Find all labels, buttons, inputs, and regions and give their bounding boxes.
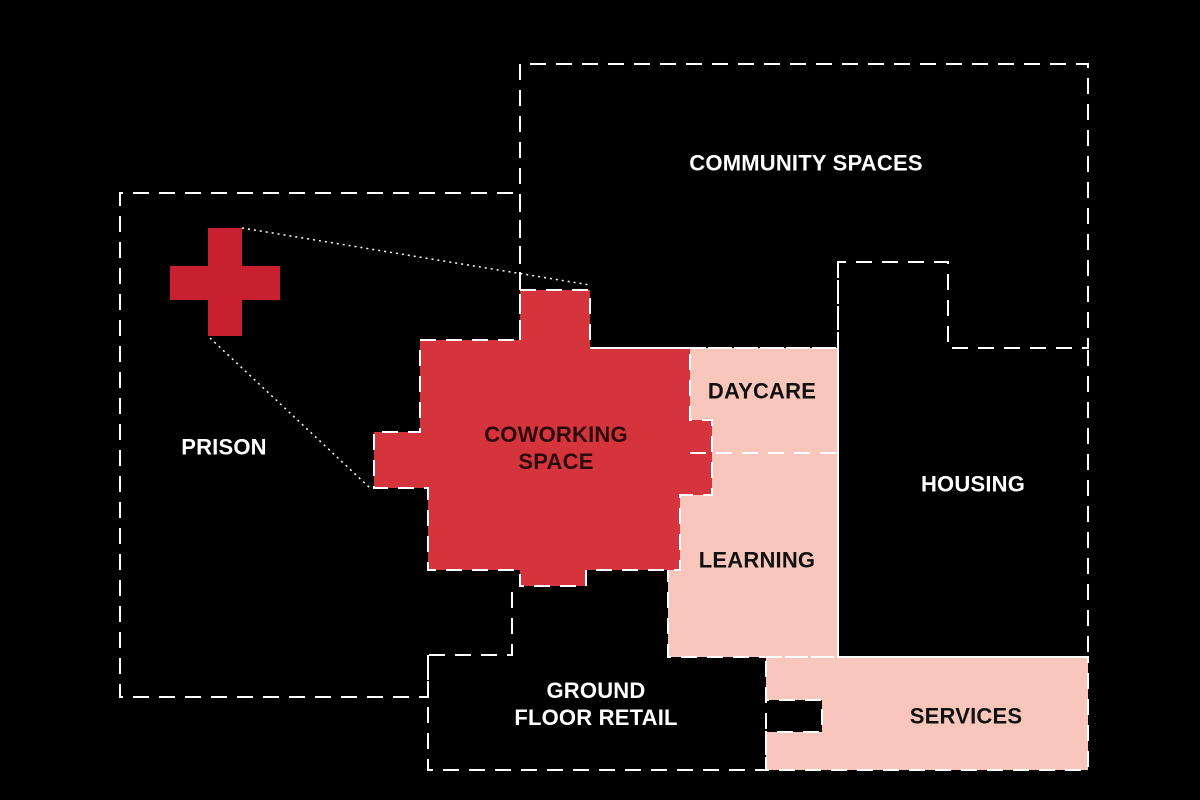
learning-label: LEARNING (698, 547, 816, 573)
services-outline (765, 656, 1089, 771)
connector-line-bottom (209, 337, 371, 489)
prison-outline (119, 192, 521, 698)
learning-zone (668, 453, 838, 657)
daycare-zone (690, 348, 838, 453)
pink-zones-outline (667, 347, 839, 658)
daycare-label: DAYCARE (707, 378, 817, 404)
coworking-outline (373, 289, 713, 587)
community-spaces-outline (519, 63, 1089, 349)
community-spaces-label: COMMUNITY SPACES (689, 150, 923, 176)
connector-line-top (241, 227, 591, 286)
housing-outline (837, 262, 1089, 658)
coworking-zone (374, 290, 712, 586)
ground-floor-retail-label: GROUND FLOOR RETAIL (514, 678, 678, 730)
housing-label: HOUSING (920, 471, 1026, 497)
red-cross-icon (170, 228, 280, 336)
services-label: SERVICES (909, 703, 1023, 729)
services-zone (766, 657, 1088, 770)
prison-label: PRISON (181, 434, 267, 460)
coworking-space-label: COWORKING SPACE (484, 422, 628, 474)
retail-outline (427, 655, 767, 771)
